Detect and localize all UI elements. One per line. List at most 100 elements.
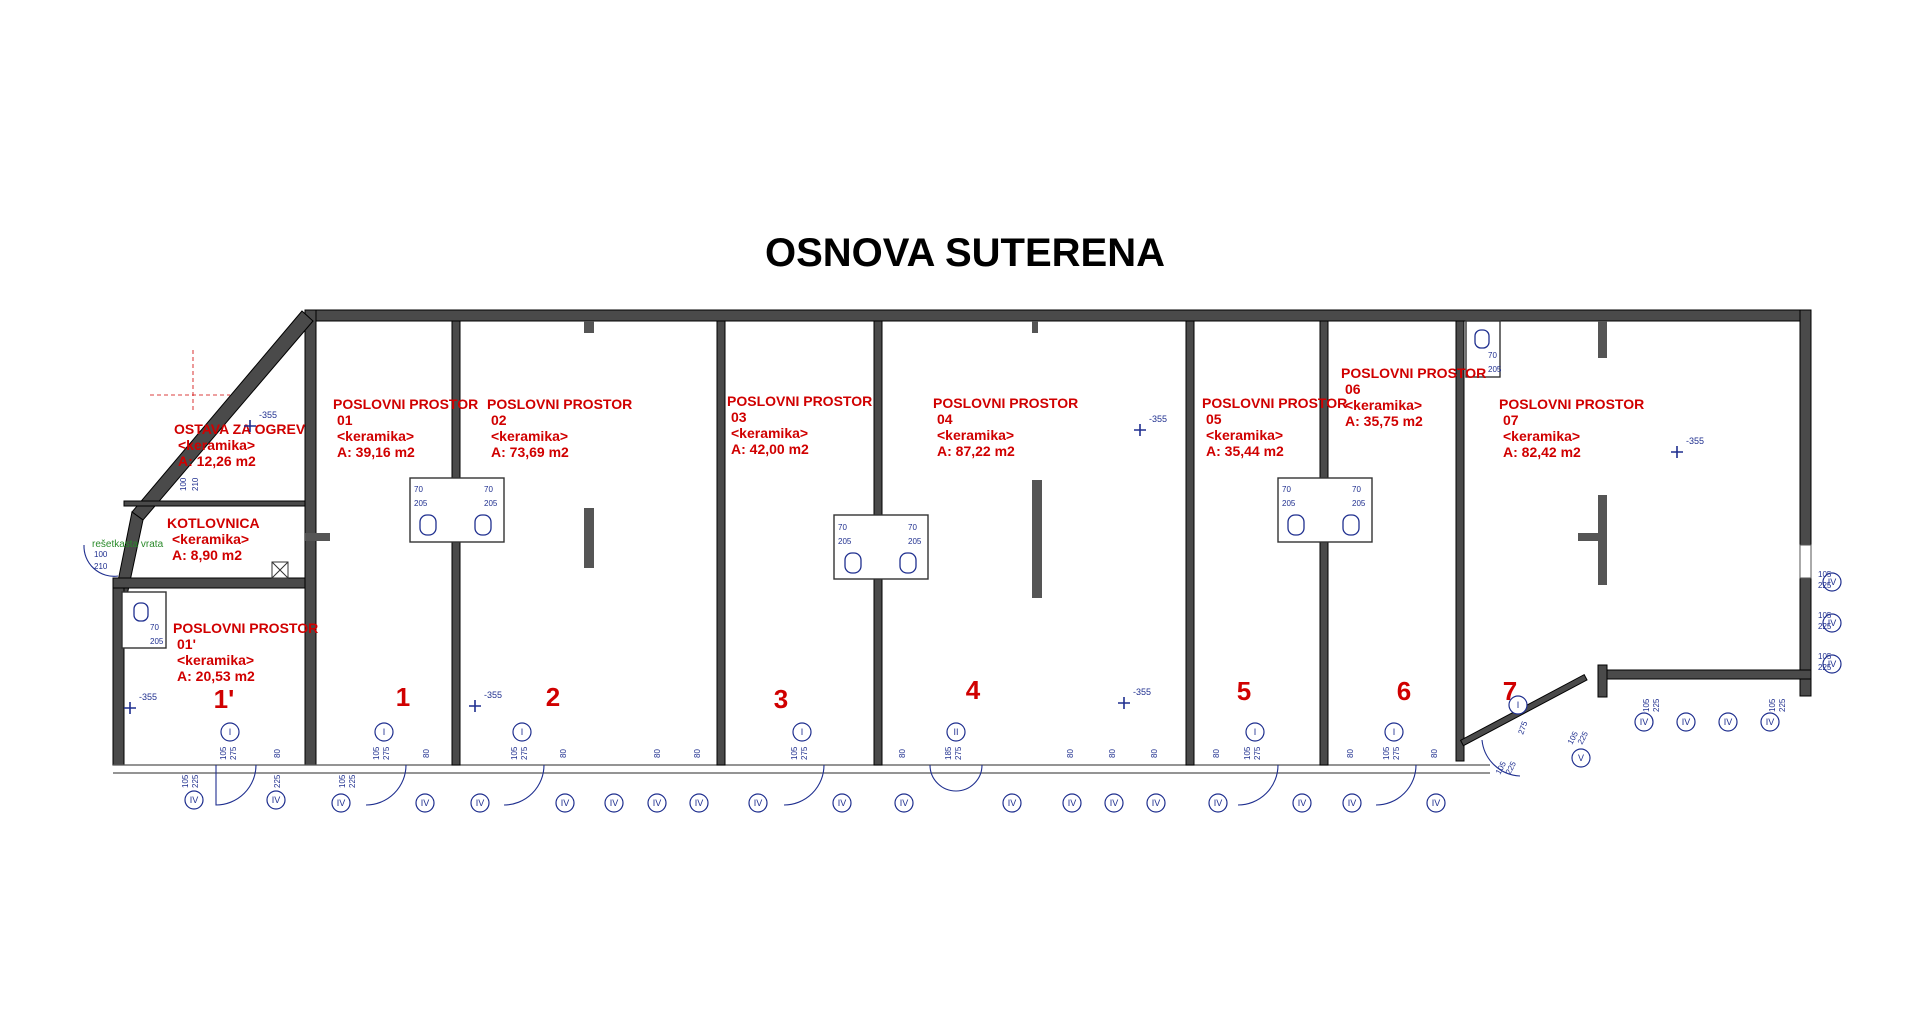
- svg-text:I: I: [229, 727, 232, 737]
- svg-text:80: 80: [653, 749, 662, 758]
- partition-4-5: [1185, 320, 1195, 766]
- door-note: rešetkasta vrata 100 210 100 210: [83, 477, 200, 577]
- svg-text:V: V: [1578, 753, 1584, 763]
- bathrooms: 70 205 70 205 70 205 70 205 70 205 70 20…: [121, 320, 1502, 649]
- room-name: POSLOVNI PROSTOR: [1202, 395, 1347, 411]
- room-labels: OSTAVA ZA OGREV <keramika> A: 12,26 m2 K…: [167, 365, 1644, 684]
- window-tag: IV: [470, 793, 490, 813]
- svg-text:225: 225: [1818, 663, 1832, 672]
- svg-text:80: 80: [1346, 749, 1355, 758]
- unit-number: 6: [1397, 676, 1411, 706]
- svg-text:205: 205: [838, 537, 852, 546]
- svg-text:105: 105: [510, 746, 519, 760]
- room-floor: <keramika>: [1503, 428, 1580, 444]
- svg-text:275: 275: [1253, 746, 1262, 760]
- svg-text:IV: IV: [1008, 798, 1017, 808]
- svg-text:275: 275: [954, 746, 963, 760]
- svg-text:185: 185: [944, 746, 953, 760]
- unit-number: 4: [966, 675, 981, 705]
- window-tag: IV: [1342, 793, 1362, 813]
- door-tag: I: [1384, 722, 1404, 742]
- window-tag: IV: [832, 793, 852, 813]
- svg-text:105: 105: [1382, 746, 1391, 760]
- door-tag-double: II: [946, 722, 966, 742]
- svg-text:80: 80: [693, 749, 702, 758]
- svg-text:205: 205: [484, 499, 498, 508]
- window-tag: IV: [266, 790, 286, 810]
- svg-text:225: 225: [1576, 729, 1590, 745]
- east-wall-upper: [1799, 309, 1812, 546]
- svg-text:225: 225: [1818, 622, 1832, 631]
- room-name: OSTAVA ZA OGREV: [174, 421, 306, 437]
- unit-number: 5: [1237, 676, 1251, 706]
- window-tag: IV: [1822, 654, 1842, 674]
- svg-text:-355: -355: [1133, 687, 1151, 697]
- svg-text:70: 70: [1282, 485, 1291, 494]
- svg-text:I: I: [1393, 727, 1396, 737]
- window-tag: IV: [748, 793, 768, 813]
- window-tag: IV: [1104, 793, 1124, 813]
- door-tag: I: [1508, 695, 1528, 715]
- room-name: POSLOVNI PROSTOR: [1341, 365, 1486, 381]
- svg-text:70: 70: [908, 523, 917, 532]
- door-tag: I: [374, 722, 394, 742]
- svg-text:IV: IV: [561, 798, 570, 808]
- window-tag: IV: [1822, 572, 1842, 592]
- room-floor: <keramika>: [177, 652, 254, 668]
- svg-text:275: 275: [520, 746, 529, 760]
- room-floor: <keramika>: [172, 531, 249, 547]
- svg-text:-355: -355: [484, 690, 502, 700]
- svg-text:80: 80: [273, 749, 282, 758]
- svg-text:IV: IV: [1348, 798, 1357, 808]
- svg-text:IV: IV: [421, 798, 430, 808]
- svg-text:-355: -355: [139, 692, 157, 702]
- svg-text:IV: IV: [1152, 798, 1161, 808]
- svg-text:IV: IV: [1766, 717, 1775, 727]
- room-floor: <keramika>: [1206, 427, 1283, 443]
- svg-text:IV: IV: [337, 798, 346, 808]
- window-tag: IV: [1426, 793, 1446, 813]
- room-name: POSLOVNI PROSTOR: [1499, 396, 1644, 412]
- room-number: 02: [491, 412, 507, 428]
- svg-text:80: 80: [1212, 749, 1221, 758]
- room-floor: <keramika>: [731, 425, 808, 441]
- window-tag: IV: [894, 793, 914, 813]
- svg-text:IV: IV: [653, 798, 662, 808]
- room-area: A: 39,16 m2: [337, 444, 415, 460]
- svg-text:IV: IV: [1828, 577, 1837, 587]
- room-number: 04: [937, 411, 953, 427]
- window-tag: IV: [689, 793, 709, 813]
- svg-text:IV: IV: [900, 798, 909, 808]
- svg-text:225: 225: [1652, 698, 1661, 712]
- svg-text:IV: IV: [272, 795, 281, 805]
- window-tag: IV: [1676, 712, 1696, 732]
- svg-text:105: 105: [1818, 652, 1832, 661]
- room-name: POSLOVNI PROSTOR: [173, 620, 318, 636]
- unit-number: 1': [214, 684, 235, 714]
- svg-text:225: 225: [348, 774, 357, 788]
- window-tag: IV: [1292, 793, 1312, 813]
- svg-text:IV: IV: [1682, 717, 1691, 727]
- room-name: POSLOVNI PROSTOR: [333, 396, 478, 412]
- partition-5-6: [1319, 320, 1329, 766]
- svg-text:205: 205: [1282, 499, 1296, 508]
- svg-text:70: 70: [484, 485, 493, 494]
- svg-text:225: 225: [1778, 698, 1787, 712]
- svg-text:105: 105: [1243, 746, 1252, 760]
- svg-text:IV: IV: [610, 798, 619, 808]
- window-tag: IV: [555, 793, 575, 813]
- window-tag: IV: [1208, 793, 1228, 813]
- svg-text:105: 105: [1642, 698, 1651, 712]
- svg-text:IV: IV: [1432, 798, 1441, 808]
- svg-text:105: 105: [181, 774, 190, 788]
- svg-text:I: I: [1517, 700, 1520, 710]
- svg-text:80: 80: [898, 749, 907, 758]
- axis-marker: [150, 350, 230, 410]
- svg-text:IV: IV: [1110, 798, 1119, 808]
- svg-text:IV: IV: [1298, 798, 1307, 808]
- svg-text:I: I: [1254, 727, 1257, 737]
- north-wall: [304, 309, 1812, 322]
- level-marks: -355 -355 -355 -355 -355 -355: [124, 410, 1704, 714]
- svg-text:210: 210: [94, 562, 108, 571]
